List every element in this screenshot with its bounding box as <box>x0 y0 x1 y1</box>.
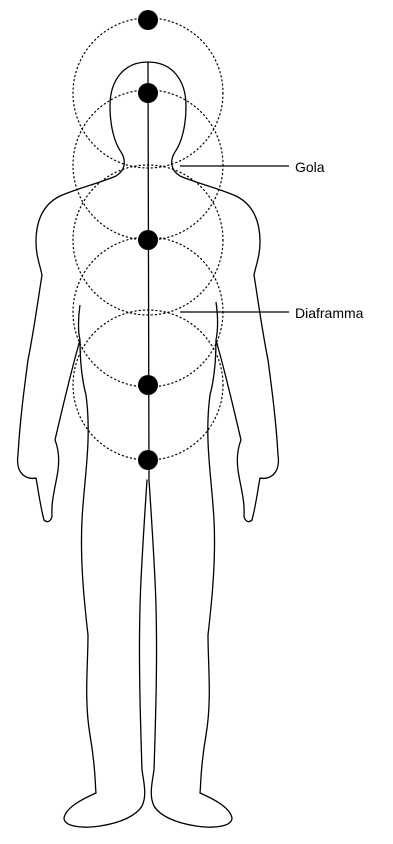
center-head <box>138 83 158 103</box>
center-chest <box>138 230 158 250</box>
center-above-head <box>138 10 158 30</box>
center-abdomen <box>138 375 158 395</box>
throat-label: Gola <box>295 159 325 175</box>
diaphragm-label: Diaframma <box>295 305 363 321</box>
body-outline <box>18 62 279 827</box>
left-inner-arm-line <box>79 305 81 340</box>
right-inner-arm-line <box>216 302 218 340</box>
center-pelvis <box>138 450 158 470</box>
